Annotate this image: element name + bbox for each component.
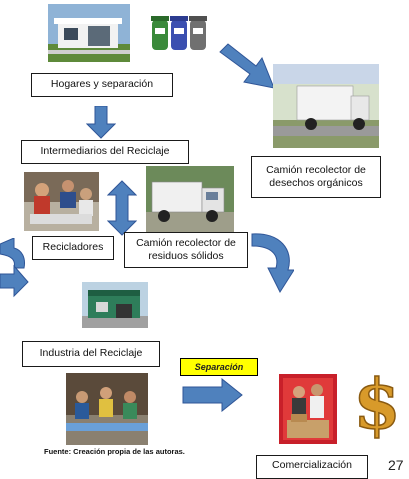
arrow-bidirectional <box>107 180 137 236</box>
recycling-bins-photo <box>148 10 210 54</box>
node-camion-organicos: Camión recolector de desechos orgánicos <box>251 156 381 198</box>
house-photo <box>48 4 130 62</box>
arrow-hogares-to-intermediarios <box>86 106 116 139</box>
page-number: 27 <box>388 457 404 473</box>
node-intermediarios: Intermediarios del Reciclaje <box>21 140 189 164</box>
node-recicladores: Recicladores <box>32 236 114 260</box>
source-note: Fuente: Creación propia de las autoras. <box>44 447 185 456</box>
arrow-curved-left <box>0 238 29 298</box>
arrow-curved-right <box>251 233 294 294</box>
node-hogares: Hogares y separación <box>31 73 173 97</box>
recyclers-photo <box>24 172 99 231</box>
node-camion-solidos: Camión recolector de residuos sólidos <box>124 232 248 268</box>
workers-sorting-photo <box>66 373 148 445</box>
solid-waste-truck-photo <box>146 166 234 234</box>
node-comercializacion: Comercialización <box>256 455 368 479</box>
label-separacion: Separación <box>180 358 258 376</box>
svg-text:$: $ <box>353 366 400 440</box>
node-industria: Industria del Reciclaje <box>22 341 160 367</box>
garbage-truck-photo <box>273 64 379 148</box>
commerce-photo <box>279 374 337 444</box>
dollar-icon: $ <box>353 366 402 440</box>
industry-photo <box>82 282 148 328</box>
arrow-hogares-to-truck <box>219 43 275 89</box>
arrow-to-comercializacion <box>182 378 243 412</box>
